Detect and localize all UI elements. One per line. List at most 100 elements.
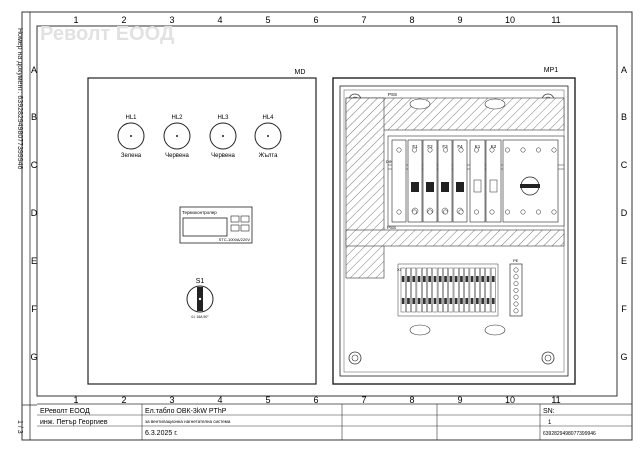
column-number: 2: [121, 395, 126, 405]
pe-terminals: [513, 267, 519, 314]
thermostat-display: [182, 217, 228, 237]
row-letter: G: [620, 352, 627, 362]
breaker-tag: F1: [412, 144, 418, 149]
engineer-name: инж. Петър Георгиев: [40, 419, 108, 426]
row-letter: B: [621, 112, 627, 122]
mounting-slot: [409, 98, 431, 110]
lamp-caption: Червена: [211, 153, 235, 159]
plate-label: MP1: [544, 67, 559, 74]
row-letter: E: [31, 256, 37, 266]
terminal-block-row: [400, 267, 496, 313]
column-number: 10: [505, 395, 515, 405]
mounting-slot: [484, 98, 506, 110]
lamp-caption: Зелена: [121, 153, 142, 159]
terminal-block: [422, 267, 427, 313]
terminal-block: [411, 267, 417, 313]
terminal-block: [437, 267, 443, 313]
breaker-toggle: [456, 182, 464, 192]
main-rotary-switch: S1 0-I 16A 90°: [186, 278, 214, 319]
pe-screw: [513, 281, 519, 287]
breaker-toggle: [411, 182, 419, 192]
terminal-block: [469, 267, 475, 313]
terminal-block: [464, 267, 470, 313]
terminal-block: [427, 267, 433, 313]
terminal-block: [432, 267, 438, 313]
row-letter: D: [31, 208, 38, 218]
circuit-breaker: F3: [437, 139, 453, 223]
lamp-caption: Жълта: [259, 153, 278, 159]
breaker-toggle: [426, 182, 434, 192]
column-number: 2: [121, 15, 126, 25]
disconnect-module: [391, 139, 407, 223]
lamp-tag: HL3: [217, 115, 229, 121]
terminals-label: X1: [397, 267, 403, 272]
column-number: 5: [265, 395, 270, 405]
contactor: K2: [485, 139, 502, 223]
title-block: ЕРеволт ЕООД инж. Петър Георгиев Ел.табл…: [37, 403, 632, 440]
column-number: 8: [409, 15, 414, 25]
lamp-tag: HL4: [262, 115, 274, 121]
drawing-subtitle: за вентилационна нагнетателна система: [145, 419, 231, 424]
pe-screw: [513, 308, 519, 314]
pe-screw: [513, 301, 519, 307]
breaker-toggle: [441, 182, 449, 192]
thermostat-key: [240, 215, 250, 223]
pe-screw: [513, 294, 519, 300]
switch-tag: S1: [196, 278, 205, 285]
terminal-block: [416, 267, 422, 313]
column-number: 3: [169, 395, 174, 405]
row-letter: A: [31, 65, 37, 75]
circuit-breaker: F2: [422, 139, 438, 223]
company-watermark: Револт ЕООД: [40, 23, 174, 45]
breaker-tag: F3: [442, 144, 448, 149]
thermostat-controller: Термоконтролер STC-1000A/220V: [179, 206, 253, 244]
column-number: 11: [551, 395, 560, 405]
thermostat-key: [240, 224, 250, 232]
side-page-number: 1 / 3: [16, 420, 23, 434]
row-letter: C: [31, 160, 38, 170]
thermostat-key: [230, 215, 240, 223]
pe-label: PE: [513, 258, 519, 263]
column-number: 8: [409, 395, 414, 405]
switch-rating: 0-I 16A 90°: [191, 315, 209, 319]
column-number: 6: [313, 15, 318, 25]
terminal-block: [400, 267, 406, 313]
left-cable-duct: [345, 97, 385, 279]
side-document-number: Номер на документ: 6392829498077399946: [16, 28, 23, 169]
row-letter: G: [30, 352, 37, 362]
terminal-block: [448, 267, 454, 313]
column-number: 9: [457, 15, 462, 25]
terminal-block: [480, 267, 486, 313]
lamp-tag: HL2: [171, 115, 183, 121]
drawing-date: 6.3.2025 г.: [145, 430, 178, 437]
mounting-slot: [409, 324, 431, 336]
column-number: 1: [73, 15, 78, 25]
terminal-block: [475, 267, 480, 313]
relay-module: [502, 139, 559, 223]
pe-screw: [513, 274, 519, 280]
drawing-title: Ел.табло ОВК-3kW PThP: [145, 407, 227, 415]
breaker-tag: F2: [427, 144, 433, 149]
circuit-breaker: F1: [407, 139, 423, 223]
breaker-tag: F4: [457, 144, 463, 149]
pe-screw: [513, 267, 519, 273]
door-label: MD: [295, 69, 306, 76]
terminal-block: [490, 267, 496, 313]
thermostat-title: Термоконтролер: [182, 210, 217, 215]
terminal-block: [443, 267, 448, 313]
column-number: 7: [361, 15, 366, 25]
pe-screw: [513, 287, 519, 293]
column-number: 6: [313, 395, 318, 405]
contactor-tag: K2: [491, 144, 497, 149]
column-number: 4: [217, 395, 222, 405]
column-number: 4: [217, 15, 222, 25]
top-duct-label: PSS: [388, 92, 397, 97]
mounting-slot: [484, 324, 506, 336]
terminal-block: [459, 267, 464, 313]
